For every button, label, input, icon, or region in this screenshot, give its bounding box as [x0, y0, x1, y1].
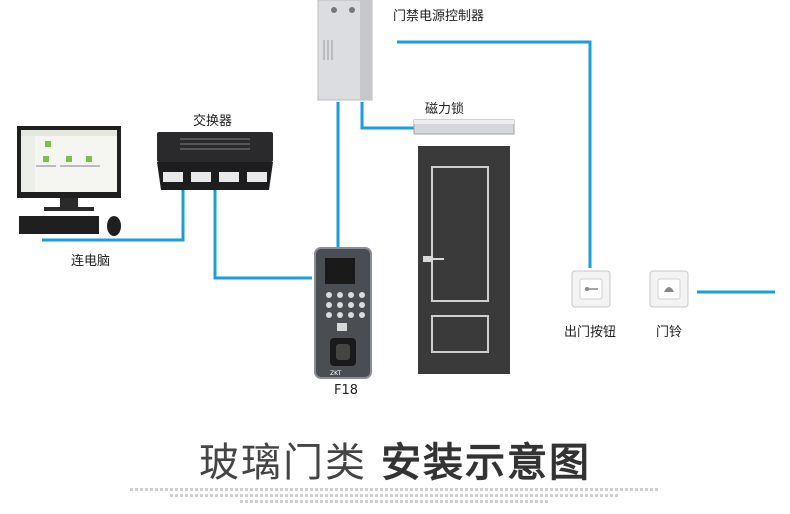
- page-title: 玻璃门类安装示意图: [0, 430, 790, 488]
- network-switch: [157, 132, 273, 190]
- exit-button-device: [571, 270, 611, 308]
- doorbell-label: 门铃: [656, 325, 683, 340]
- wire-controller-lock: [360, 102, 414, 130]
- wire-switch-device: [213, 190, 312, 280]
- wire-computer-switch: [42, 190, 185, 242]
- computer-label: 连电脑: [71, 254, 111, 269]
- switch-label: 交换器: [193, 114, 233, 129]
- computer: [17, 126, 121, 236]
- power-controller: [317, 0, 373, 101]
- lock-label: 磁力锁: [425, 102, 465, 117]
- fine-print-line: [240, 500, 550, 503]
- door: [418, 146, 510, 374]
- magnetic-lock: [413, 119, 515, 135]
- title-part2: 安装示意图: [381, 440, 591, 486]
- zkteco-logo: ZKT: [330, 370, 342, 377]
- doorbell-device: [649, 270, 689, 308]
- wires: [42, 40, 775, 294]
- exit-button-label: 出门按钮: [564, 325, 617, 340]
- fine-print-line: [130, 488, 660, 491]
- device-label: F18: [334, 383, 359, 398]
- title-part1: 玻璃门类: [199, 440, 367, 486]
- fine-print-line: [170, 494, 620, 497]
- f18-device: ZKT: [314, 247, 372, 379]
- wire-controller-exitbutton: [397, 40, 592, 268]
- controller-label: 门禁电源控制器: [393, 9, 485, 24]
